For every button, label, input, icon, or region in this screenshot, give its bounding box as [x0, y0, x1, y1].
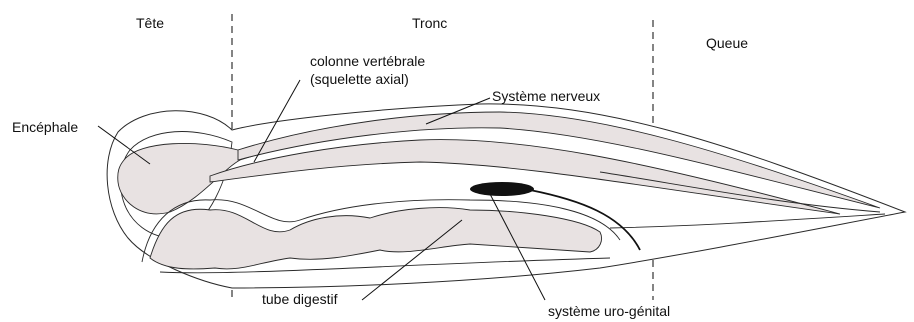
- region-label-tail: Queue: [706, 35, 748, 51]
- label-digestive-tube: tube digestif: [262, 291, 338, 307]
- label-urogenital-system: système uro-génital: [548, 303, 670, 319]
- label-brain: Encéphale: [12, 119, 78, 135]
- label-nervous-system: Système nerveux: [492, 88, 600, 104]
- urogenital-gland: [470, 182, 534, 196]
- region-label-trunk: Tronc: [412, 15, 447, 31]
- label-spinal-column-line1: colonne vertébrale: [310, 53, 425, 69]
- region-label-head: Tête: [136, 15, 164, 31]
- label-spinal-column-line2: (squelette axial): [310, 71, 409, 87]
